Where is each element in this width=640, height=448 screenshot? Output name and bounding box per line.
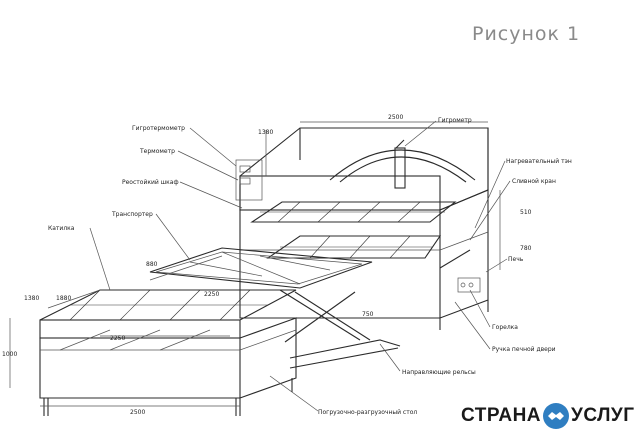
label-rollers: Направляющие рельсы xyxy=(402,369,476,376)
scissor-lift xyxy=(279,289,401,369)
upper-rack xyxy=(250,201,457,223)
label-kettle: Катилка xyxy=(48,225,75,232)
chimney xyxy=(329,139,476,189)
label-hygrometer: Гигрометр xyxy=(438,117,472,124)
label-drain: Сливной кран xyxy=(512,178,556,185)
logo-left-text: СТРАНА xyxy=(461,405,542,426)
figure-title: Рисунок 1 xyxy=(472,23,580,45)
oven-burner xyxy=(439,249,481,293)
label-table: Погрузочно-разгрузочный стол xyxy=(318,409,417,416)
label-oven-door-handle: Ручка печной двери xyxy=(492,346,556,353)
dim-transporter-width: 2250 xyxy=(204,291,219,298)
table xyxy=(39,317,297,416)
dimension-lines xyxy=(9,121,501,407)
handshake-icon xyxy=(543,403,570,429)
label-oven: Печь xyxy=(508,256,524,263)
label-hygrothermometer: Гигротермометр xyxy=(132,125,185,132)
label-transporter: Транспортер xyxy=(111,211,153,218)
dim-top-depth: 1380 xyxy=(258,129,273,136)
dim-kettle-inner: 2250 xyxy=(110,335,125,342)
middle-rack xyxy=(266,235,442,259)
dim-top-width: 2500 xyxy=(388,114,403,121)
dim-level-upper: 510 xyxy=(520,209,532,216)
transporter xyxy=(149,247,373,289)
dim-level-lower: 780 xyxy=(520,245,532,252)
dim-kettle-left: 1380 xyxy=(24,295,39,302)
dim-bottom-width: 2500 xyxy=(130,409,145,416)
brand-logo: СТРАНА УСЛУГ xyxy=(461,403,635,429)
label-shelves: Реостойкий шкаф xyxy=(122,179,179,186)
leader-lines xyxy=(89,120,511,412)
logo-right-text: УСЛУГ xyxy=(571,405,635,426)
cabinet xyxy=(235,127,489,330)
label-burner: Горелка xyxy=(492,324,518,331)
dim-kettle-width: 1880 xyxy=(56,295,71,302)
label-heater: Нагревательный тэн xyxy=(506,158,572,165)
label-thermometer: Термометр xyxy=(139,148,175,155)
dim-table-height: 1000 xyxy=(2,351,17,358)
dim-transporter-depth: 880 xyxy=(146,261,158,268)
dim-rail: 750 xyxy=(362,311,374,318)
